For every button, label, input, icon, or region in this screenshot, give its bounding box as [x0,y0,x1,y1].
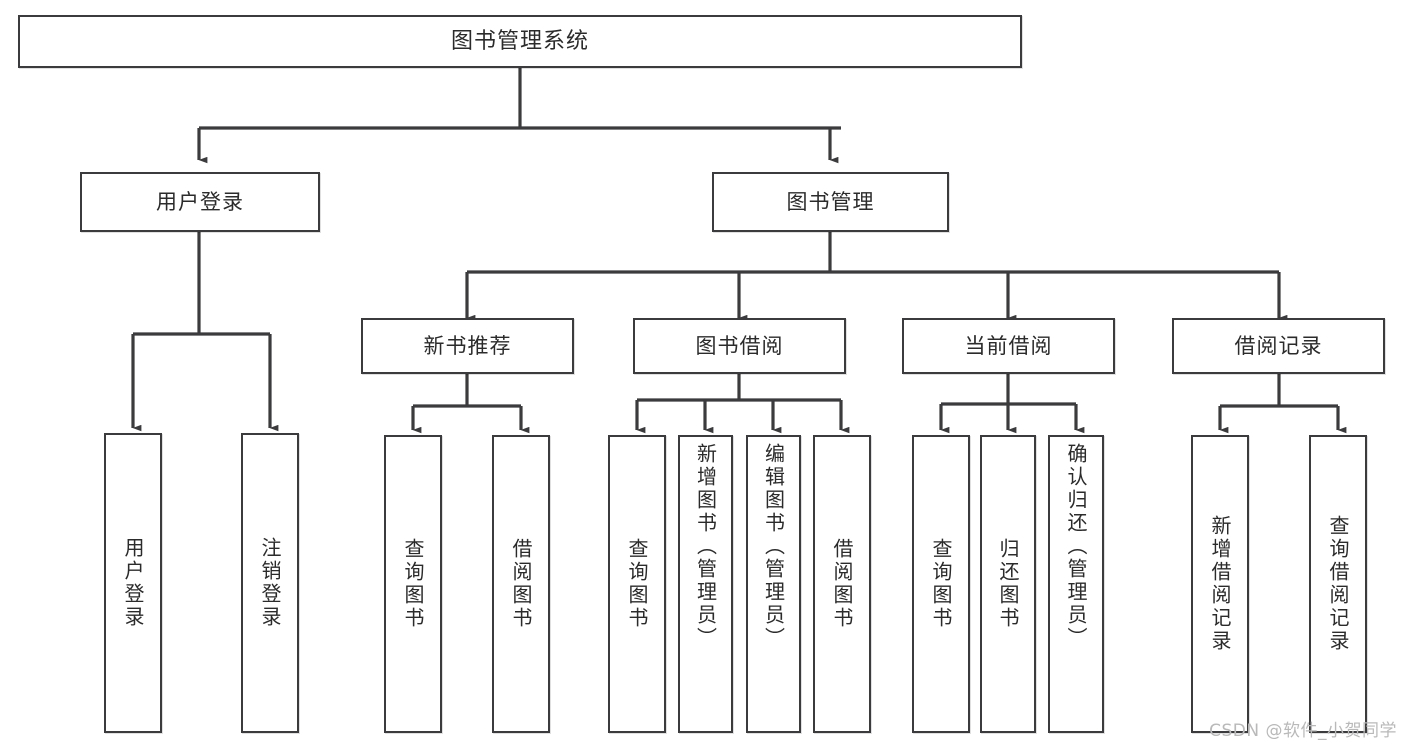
node-label: 借阅记录 [1234,333,1323,358]
node-leaf-query-book-recommend[interactable]: 查询图书 [384,435,442,733]
node-leaf-add-book-admin[interactable]: 新增图书（管理员） [678,435,733,733]
node-leaf-borrow-book-recommend[interactable]: 借阅图书 [492,435,550,733]
node-leaf-confirm-return-admin[interactable]: 确认归还（管理员） [1048,435,1104,733]
node-label: 新增图书（管理员） [693,443,718,650]
node-label: 查询图书 [625,538,649,630]
node-root-book-management-system[interactable]: 图书管理系统 [18,15,1022,68]
node-label: 归还图书 [996,538,1020,630]
node-label: 新书推荐 [423,333,512,358]
node-book-management[interactable]: 图书管理 [712,172,949,232]
node-label: 编辑图书（管理员） [761,443,786,650]
node-label: 新增借阅记录 [1208,515,1232,653]
node-label: 图书管理系统 [450,28,589,54]
node-leaf-borrow-book[interactable]: 借阅图书 [813,435,871,733]
node-leaf-return-book[interactable]: 归还图书 [980,435,1036,733]
node-label: 当前借阅 [964,333,1053,358]
node-leaf-query-book-borrow[interactable]: 查询图书 [608,435,666,733]
node-leaf-user-logout[interactable]: 注销登录 [241,433,299,733]
csdn-watermark: CSDN @软件_小贺同学 [1209,721,1397,741]
node-label: 用户登录 [156,189,244,214]
node-label: 注销登录 [258,537,282,629]
node-leaf-query-book-current[interactable]: 查询图书 [912,435,970,733]
node-leaf-edit-book-admin[interactable]: 编辑图书（管理员） [746,435,801,733]
node-label: 用户登录 [121,537,145,629]
node-label: 借阅图书 [830,538,854,630]
node-current-borrow[interactable]: 当前借阅 [902,318,1115,374]
node-leaf-add-borrow-record[interactable]: 新增借阅记录 [1191,435,1249,733]
node-label: 查询图书 [929,538,953,630]
node-label: 借阅图书 [509,538,533,630]
node-new-book-recommend[interactable]: 新书推荐 [361,318,574,374]
node-label: 图书管理 [786,189,875,214]
node-leaf-query-borrow-record[interactable]: 查询借阅记录 [1309,435,1367,733]
node-label: 查询借阅记录 [1326,515,1350,653]
node-label: 确认归还（管理员） [1064,443,1088,650]
node-user-login[interactable]: 用户登录 [80,172,320,232]
node-leaf-user-login[interactable]: 用户登录 [104,433,162,733]
node-borrow-record[interactable]: 借阅记录 [1172,318,1385,374]
node-book-borrow[interactable]: 图书借阅 [633,318,846,374]
node-label: 图书借阅 [695,333,784,358]
node-label: 查询图书 [401,538,425,630]
